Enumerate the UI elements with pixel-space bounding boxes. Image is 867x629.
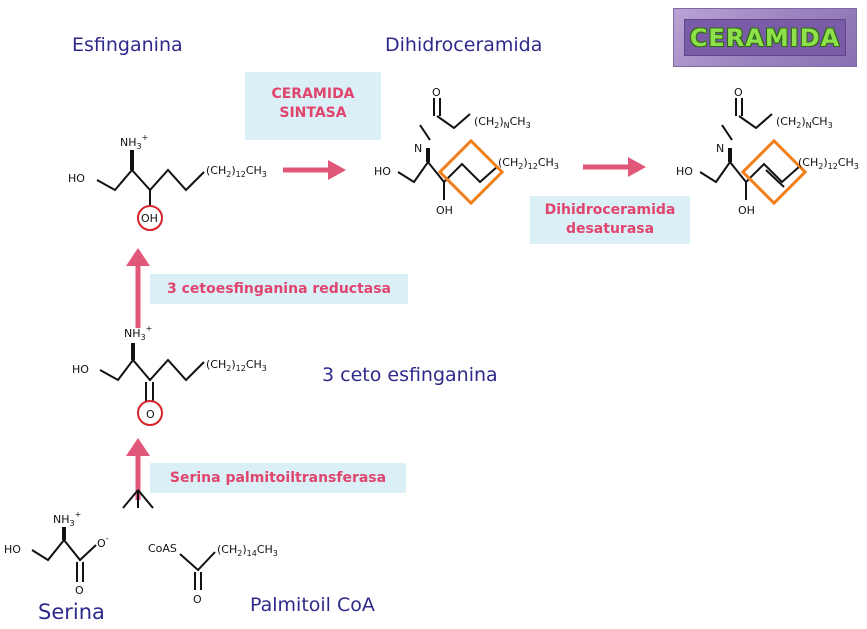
label-dihidroceramida: Dihidroceramida xyxy=(385,34,543,56)
dihidro-o-top: O xyxy=(432,86,441,99)
structure-esfinganina xyxy=(96,150,205,231)
palmitoil-coas: CoAS xyxy=(148,542,177,555)
structure-palmitoil-coa xyxy=(179,551,216,590)
ceramida-n: N xyxy=(716,142,724,155)
enzyme-transferasa: Serina palmitoiltransferasa xyxy=(150,463,406,493)
arrow-dihidro-to-ceramida xyxy=(583,157,646,177)
serina-o: O xyxy=(75,584,84,597)
ceramida-acyl: (CH2)NCH3 xyxy=(776,115,833,130)
ceramida-badge-inner: CERAMIDA xyxy=(684,19,846,56)
label-serina: Serina xyxy=(38,600,105,624)
ceramida-badge: CERAMIDA xyxy=(673,8,857,67)
ceramida-badge-label: CERAMIDA xyxy=(689,23,841,52)
serina-nh3: NH3+ xyxy=(53,510,81,528)
structure-ceramida xyxy=(699,98,808,206)
esfinganina-chain: (CH2)12CH3 xyxy=(206,164,267,179)
dihidro-acyl: (CH2)NCH3 xyxy=(474,115,531,130)
enzyme-ceramida-sintasa: CERAMIDA SINTASA xyxy=(245,72,381,140)
label-esfinganina: Esfinganina xyxy=(72,34,183,56)
ceramida-ho: HO xyxy=(676,165,693,178)
dihidro-oh: OH xyxy=(436,204,453,217)
esfinganina-oh: OH xyxy=(141,212,158,225)
palmitoil-o: O xyxy=(193,593,202,606)
esfinganina-nh3: NH3+ xyxy=(120,133,148,151)
enzyme-desaturasa: Dihidroceramida desaturasa xyxy=(530,196,690,244)
ceto-nh3: NH3+ xyxy=(124,324,152,342)
arrow-ceto-to-esfinganina xyxy=(126,248,150,328)
enzyme-desaturasa-line2: desaturasa xyxy=(565,221,655,237)
ceramida-chain: (CH2)12CH3 xyxy=(798,156,859,171)
ceramida-o-top: O xyxy=(734,86,743,99)
palmitoil-chain: (CH2)14CH3 xyxy=(217,543,278,558)
label-palmitoil-coa: Palmitoil CoA xyxy=(250,594,375,616)
esfinganina-ho: HO xyxy=(68,172,85,185)
serina-o-minus: O- xyxy=(97,534,109,550)
ceto-chain: (CH2)12CH3 xyxy=(206,358,267,373)
enzyme-reductasa: 3 cetoesfinganina reductasa xyxy=(150,274,408,304)
enzyme-ceramida-sintasa-line1: CERAMIDA xyxy=(271,86,355,102)
label-3-ceto-esfinganina: 3 ceto esfinganina xyxy=(322,364,498,386)
ceto-o: O xyxy=(146,408,155,421)
enzyme-ceramida-sintasa-line2: SINTASA xyxy=(279,105,347,121)
structure-ceto-esfinganina xyxy=(99,343,205,426)
dihidro-chain: (CH2)12CH3 xyxy=(498,156,559,171)
ceramida-oh: OH xyxy=(738,204,755,217)
structure-serina xyxy=(31,527,97,582)
structure-dihidroceramida xyxy=(397,98,505,206)
ceto-ho: HO xyxy=(72,363,89,376)
arrow-esfinganina-to-dihidro xyxy=(283,160,346,180)
dihidro-n: N xyxy=(414,142,422,155)
enzyme-desaturasa-line1: Dihidroceramida xyxy=(544,202,676,218)
dihidro-ho: HO xyxy=(374,165,391,178)
combination-connector xyxy=(122,489,154,509)
serina-ho: HO xyxy=(4,543,21,556)
